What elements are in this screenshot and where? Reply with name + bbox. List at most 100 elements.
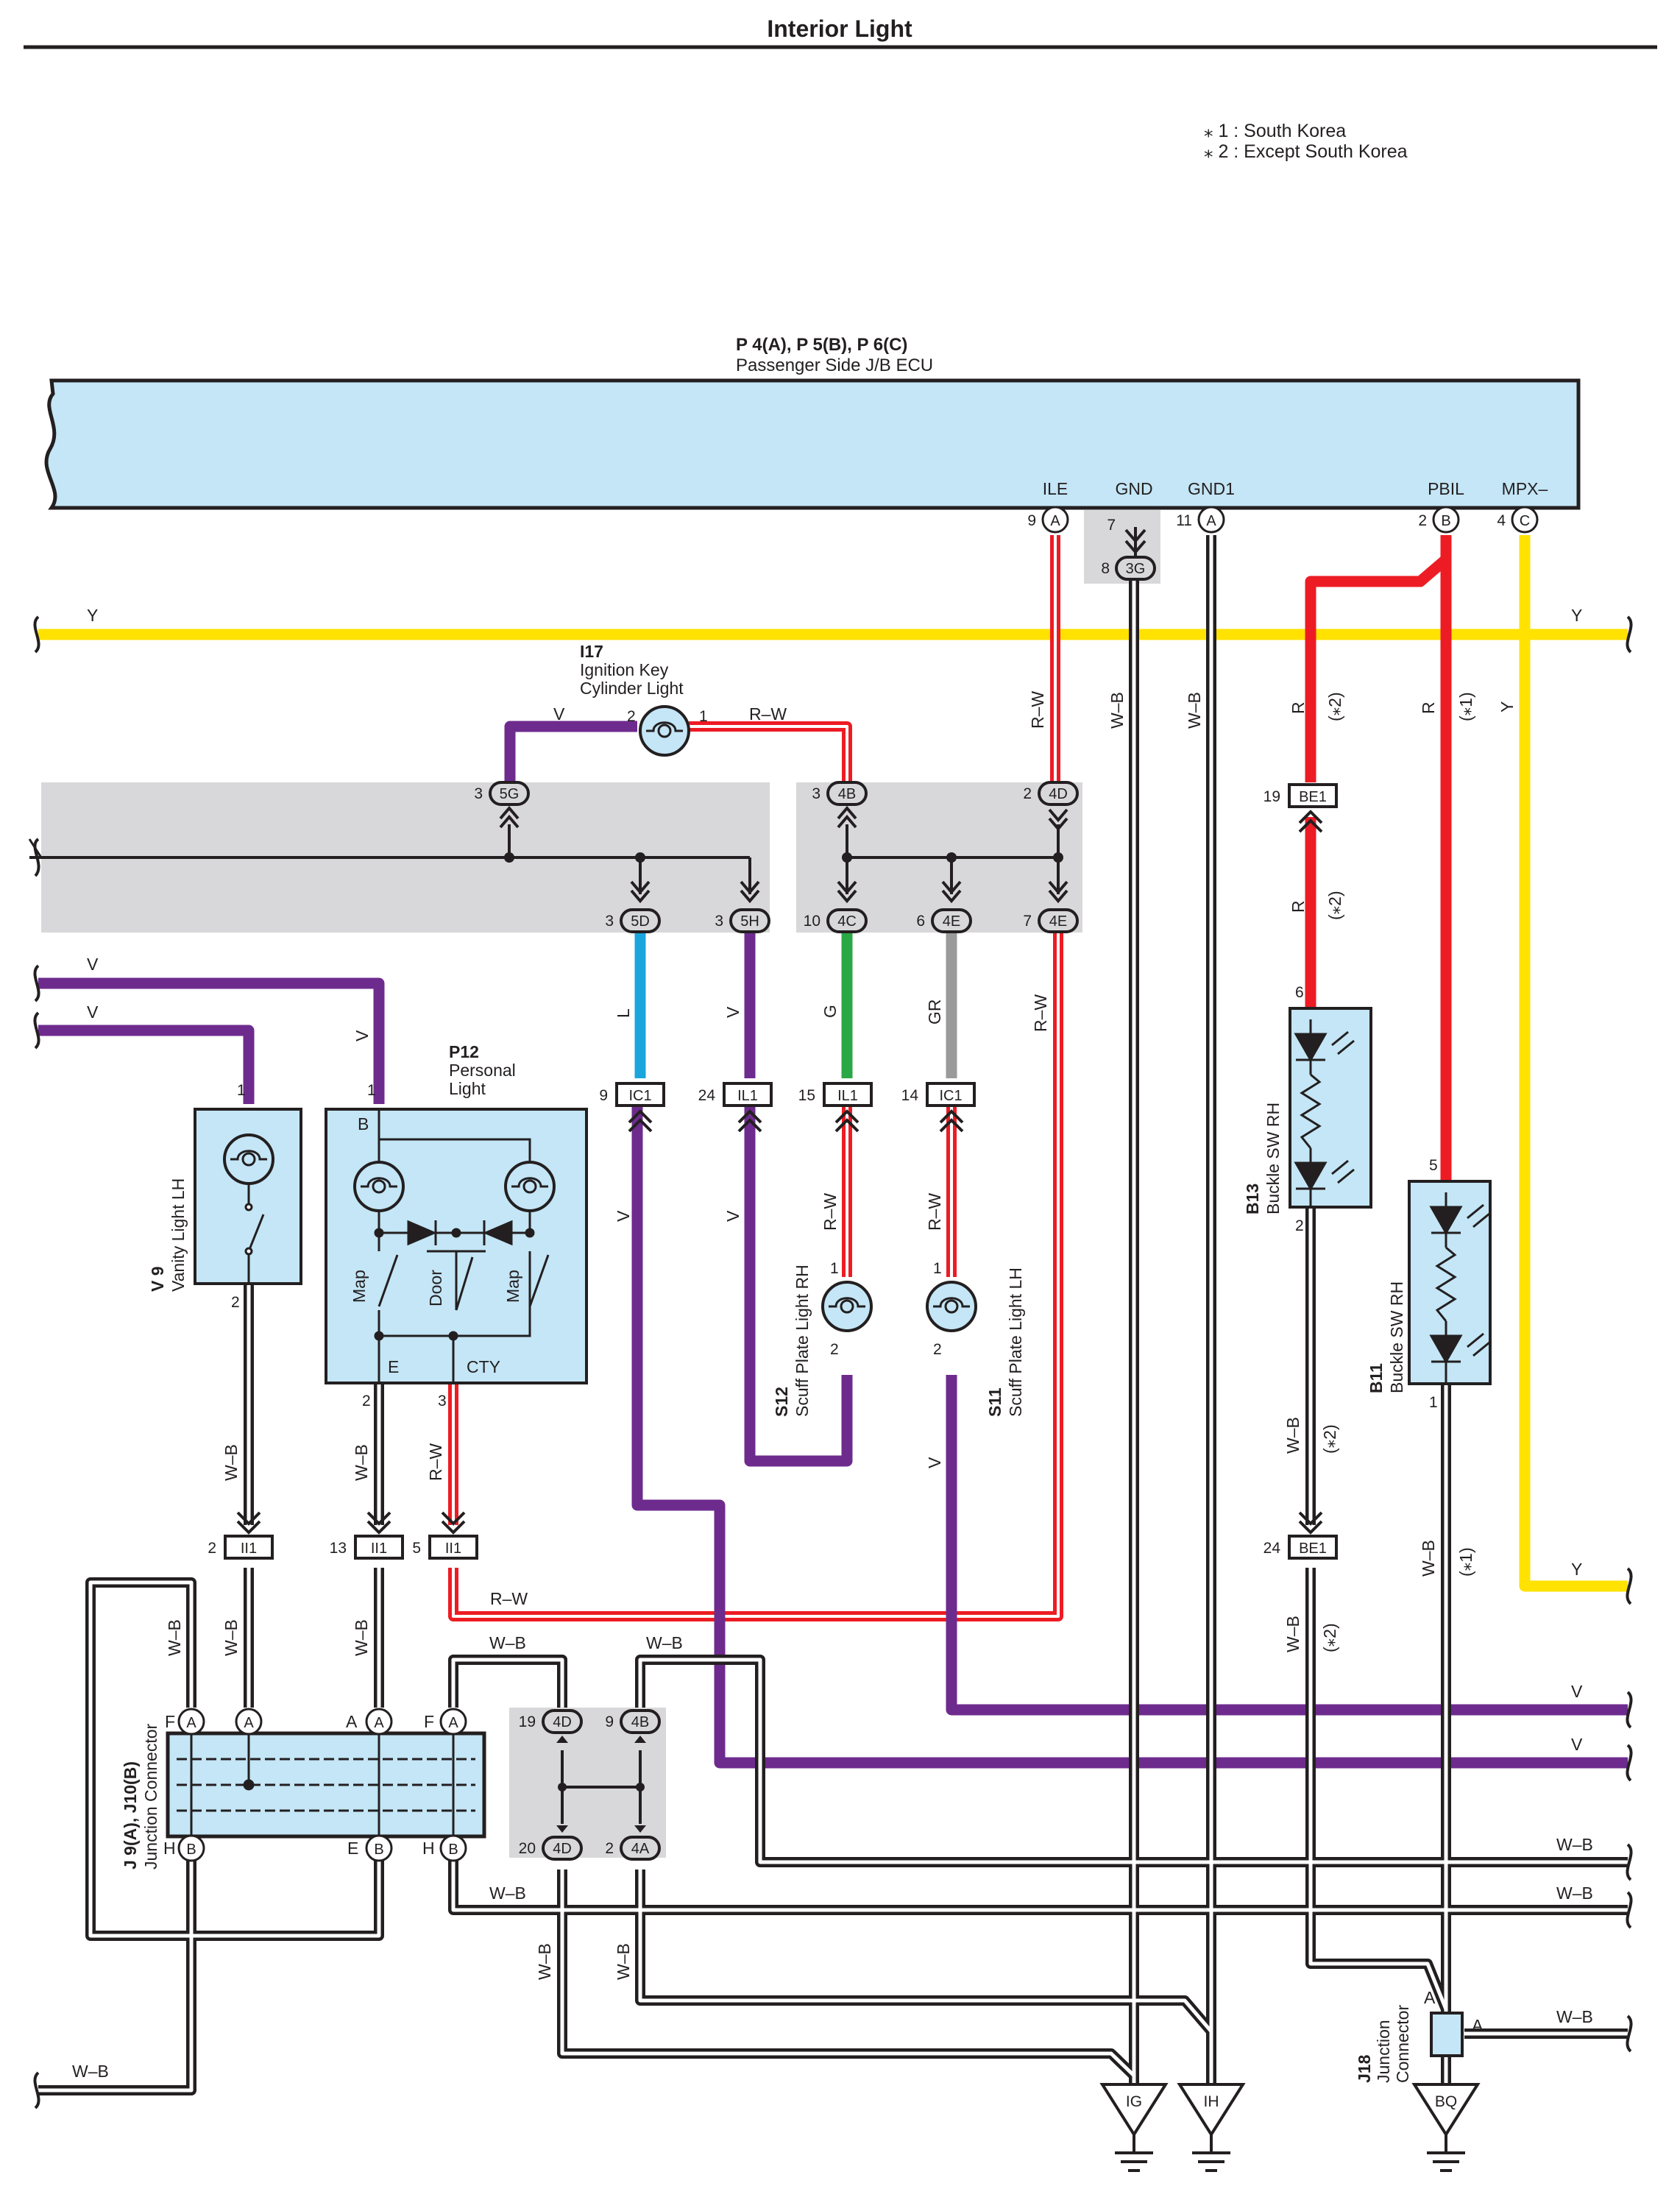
p12-diode-icons	[374, 1220, 535, 1341]
wire-v-right2: V	[1571, 1735, 1583, 1754]
j18-a-top: A	[1424, 1988, 1436, 2007]
ecu-code: P 4(A), P 5(B), P 6(C)	[736, 335, 907, 355]
conn-4d-pin: 2	[1023, 785, 1032, 802]
wire-wb-r3: W–B	[1556, 2007, 1593, 2026]
wire-y-bottom: Y	[1571, 1560, 1582, 1579]
j9-pin-circles	[177, 1708, 467, 1862]
j9-f-2: F	[424, 1712, 434, 1731]
wire-r-pbil1: R	[1289, 701, 1308, 714]
s11-bulb-icon	[926, 1281, 977, 1332]
ecu-name: Passenger Side J/B ECU	[736, 356, 933, 375]
note-except-south-korea: ⁎ 2 : Except South Korea	[1204, 141, 1408, 162]
wire-n1-pbil2: (⁎1)	[1456, 692, 1475, 721]
wire-wb-b13: W–B	[1283, 1417, 1302, 1454]
s11-pin-2: 2	[933, 1341, 942, 1358]
gnd1-pin: 11	[1176, 512, 1192, 529]
wire-l: L	[614, 1008, 633, 1018]
p12-line1: Personal	[449, 1061, 516, 1080]
ecu-terminal-ile: ILE	[1043, 479, 1068, 498]
j9-code: J 9(A), J10(B)	[121, 1761, 140, 1870]
conn-5h: 5H	[740, 913, 759, 930]
chevron-arrows	[236, 805, 1323, 1535]
conn-ic1-a-pin: 9	[599, 1087, 608, 1104]
wire-rw-bottom: R–W	[490, 1589, 528, 1608]
s12-pin-1: 1	[830, 1260, 839, 1277]
wire-wb-j9a: W–B	[165, 1619, 184, 1656]
p12-pin-1: 1	[367, 1082, 376, 1099]
wire-rw-ile: R–W	[1028, 691, 1047, 729]
p12-pin-3: 3	[438, 1393, 447, 1409]
s12-pin-2: 2	[830, 1341, 839, 1358]
wire-r-be1: R	[1289, 900, 1308, 913]
mpx-conn: C	[1520, 513, 1530, 529]
i17-line2: Cylinder Light	[580, 679, 684, 698]
b13-code: B13	[1243, 1184, 1262, 1214]
j9-e: E	[347, 1839, 358, 1858]
conn-ic1-a: IC1	[628, 1088, 651, 1104]
wire-wb-gnd1: W–B	[1185, 692, 1204, 729]
wire-wb-4a: W–B	[614, 1943, 633, 1980]
conn-ii1-c-pin: 5	[412, 1540, 421, 1557]
rect-connectors	[224, 783, 1338, 1560]
ground-ih: IH	[1204, 2093, 1219, 2110]
wire-wb-r2: W–B	[1556, 1883, 1593, 1903]
j9-bus	[177, 1733, 475, 1836]
conn-bot-4b-pin: 9	[605, 1713, 614, 1730]
conn-4e-a: 4E	[943, 913, 960, 930]
b13-pin-2: 2	[1295, 1217, 1304, 1234]
conn-il1-a: IL1	[737, 1088, 758, 1104]
conn-ic1-b-pin: 14	[901, 1087, 919, 1104]
wire-n2-b13: (⁎2)	[1320, 1424, 1339, 1454]
wire-v-i17: V	[553, 704, 565, 724]
conn-ii1-a-pin: 2	[208, 1540, 216, 1557]
j9-a-3: A	[374, 1715, 384, 1731]
conn-ic1-b: IC1	[939, 1088, 962, 1104]
ground-bq: BQ	[1435, 2093, 1457, 2110]
p12-code: P12	[449, 1042, 479, 1061]
j9-b-2: B	[374, 1842, 383, 1858]
conn-ii1-b-pin: 13	[330, 1540, 347, 1557]
s11-pin-1: 1	[933, 1260, 942, 1277]
ground-ig-icon	[1099, 2083, 1169, 2172]
wire-y-left: Y	[87, 606, 98, 625]
conn-il1-a-pin: 24	[698, 1087, 716, 1104]
j9-b-1: B	[186, 1842, 196, 1858]
wire-rw-s12: R–W	[820, 1193, 840, 1231]
conn-bot-4d-pin: 19	[519, 1713, 536, 1730]
conn-ii1-c: II1	[445, 1541, 461, 1557]
j18-a-right: A	[1472, 2016, 1484, 2035]
v9-switch-icon	[244, 1184, 265, 1284]
ecu-box	[44, 378, 1581, 510]
wire-break-marks	[33, 615, 1633, 2109]
s11-code: S11	[985, 1387, 1004, 1417]
wire-n1-b11: (⁎1)	[1456, 1547, 1475, 1577]
s11-name: Scuff Plate Light LH	[1006, 1267, 1025, 1417]
conn-bot-4d2-pin: 20	[519, 1840, 536, 1857]
p12-bulb-right-icon	[504, 1161, 556, 1212]
wire-wb-gnd: W–B	[1107, 692, 1127, 729]
b13-name: Buckle SW RH	[1263, 1103, 1283, 1214]
wire-v-right1: V	[1571, 1682, 1583, 1701]
wire-v-p12: V	[352, 1030, 372, 1041]
conn-4e-b-pin: 7	[1023, 913, 1032, 930]
wire-wb-p12: W–B	[352, 1444, 371, 1481]
wire-n2-pbil1: (⁎2)	[1325, 692, 1344, 721]
conn-5g: 5G	[500, 786, 520, 802]
conn-5h-pin: 3	[715, 913, 723, 930]
wire-wb-j9b: W–B	[221, 1619, 241, 1656]
pbil-pin: 2	[1418, 512, 1427, 529]
ile-conn: A	[1050, 513, 1060, 529]
b11-pin-5: 5	[1429, 1157, 1438, 1174]
s12-bulb-icon	[821, 1281, 873, 1332]
conn-3g-pin: 8	[1101, 560, 1110, 577]
conn-bot-4d: 4D	[553, 1714, 572, 1730]
i17-code: I17	[580, 642, 603, 661]
conn-bot-4a: 4A	[631, 1841, 650, 1857]
v9-bulb-icon	[223, 1133, 274, 1185]
conn-3g: 3G	[1126, 561, 1146, 577]
j9-h-2: H	[422, 1839, 435, 1858]
conn-il1-b: IL1	[837, 1088, 858, 1104]
v9-pin-2: 2	[231, 1294, 240, 1311]
p12-terminal-e: E	[388, 1357, 399, 1376]
b13-pin-6: 6	[1295, 984, 1304, 1001]
